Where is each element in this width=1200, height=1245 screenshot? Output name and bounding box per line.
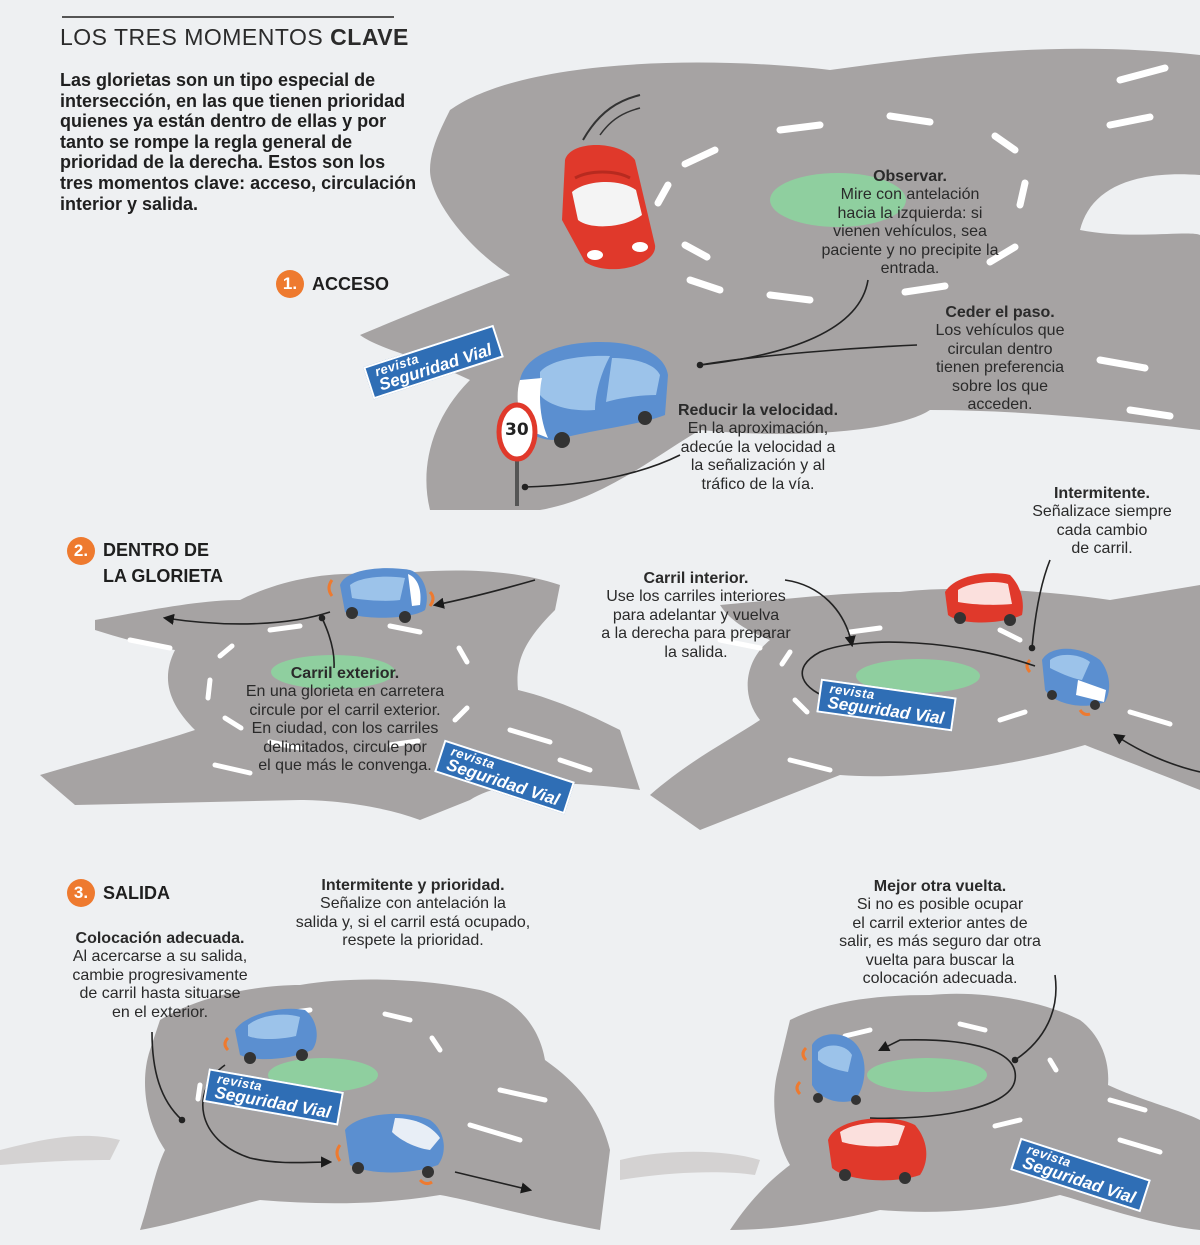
blue-car bbox=[795, 1034, 865, 1105]
flow-arrows bbox=[784, 559, 1200, 773]
section-access-header: 1. ACCESO bbox=[276, 270, 389, 298]
note-heading: Colocación adecuada. bbox=[75, 930, 245, 947]
blue-car-upper bbox=[223, 1008, 317, 1064]
section-number: 2. bbox=[67, 537, 95, 565]
blue-car-changing-lane bbox=[1025, 648, 1110, 716]
page-title: LOS TRES MOMENTOS CLAVE bbox=[60, 24, 409, 51]
note-heading: Mejor otra vuelta. bbox=[873, 878, 1007, 895]
note-heading: Intermitente. bbox=[1053, 485, 1150, 502]
note-carril-exterior: Carril exterior. En una glorieta en carr… bbox=[215, 665, 475, 775]
section-inside-header: 2. DENTRO DE LA GLORIETA bbox=[67, 537, 223, 589]
road-sketch bbox=[620, 1151, 760, 1180]
intro-paragraph: Las glorietas son un tipo especial de in… bbox=[60, 70, 417, 214]
note-colocacion: Colocación adecuada. Al acercarse a su s… bbox=[50, 930, 270, 1022]
title-rule bbox=[62, 16, 394, 18]
speed-limit-value: 30 bbox=[505, 420, 529, 440]
blue-car bbox=[327, 568, 435, 623]
red-car bbox=[828, 1118, 927, 1184]
roundabout-island bbox=[770, 173, 906, 227]
lane-markings bbox=[717, 625, 1173, 773]
red-car bbox=[562, 94, 656, 270]
flow-arrows bbox=[869, 974, 1057, 1120]
note-carril-interior: Carril interior. Use los carriles interi… bbox=[578, 570, 814, 662]
callout-lines bbox=[521, 279, 918, 491]
scene-access bbox=[360, 48, 1200, 510]
note-body: En la aproximación, adecúe la velocidad … bbox=[680, 420, 836, 493]
section-number: 3. bbox=[67, 879, 95, 907]
note-heading: Ceder el paso. bbox=[945, 304, 1055, 321]
lane-markings bbox=[842, 1021, 1163, 1155]
scene-exit bbox=[0, 979, 610, 1230]
title-bold: CLAVE bbox=[330, 24, 409, 50]
lane-markings bbox=[127, 623, 593, 776]
section-number: 1. bbox=[276, 270, 304, 298]
note-intermitente: Intermitente. Señalizace siempre cada ca… bbox=[1012, 485, 1192, 559]
note-ceder: Ceder el paso. Los vehículos que circula… bbox=[915, 304, 1085, 414]
section-title: SALIDA bbox=[103, 882, 170, 903]
note-heading: Observar. bbox=[873, 168, 947, 185]
section-title: DENTRO DE LA GLORIETA bbox=[103, 540, 223, 586]
note-body: Señalizace siempre cada cambio de carril… bbox=[1032, 503, 1172, 558]
note-body: Al acercarse a su salida, cambie progres… bbox=[72, 948, 248, 1021]
section-exit-header: 3. SALIDA bbox=[67, 879, 170, 907]
lane-markings bbox=[654, 64, 1174, 420]
roundabout-island bbox=[856, 659, 980, 693]
roundabout-island bbox=[271, 655, 395, 689]
note-otra-vuelta: Mejor otra vuelta. Si no es posible ocup… bbox=[815, 878, 1065, 988]
note-heading: Intermitente y prioridad. bbox=[321, 877, 505, 894]
note-observar: Observar. Mire con antelación hacia la i… bbox=[795, 168, 1025, 278]
note-reducir: Reducir la velocidad. En la aproximación… bbox=[660, 402, 856, 494]
note-heading: Reducir la velocidad. bbox=[677, 402, 839, 419]
note-intermitente-prioridad: Intermitente y prioridad. Señalize con a… bbox=[268, 877, 558, 951]
note-heading: Carril exterior. bbox=[290, 665, 400, 682]
section-title: ACCESO bbox=[312, 273, 390, 294]
note-heading: Carril interior. bbox=[643, 570, 749, 587]
blue-car-lower bbox=[335, 1113, 444, 1186]
note-body: En una glorieta en carretera circule por… bbox=[245, 683, 445, 775]
speed-limit-sign bbox=[496, 402, 538, 506]
note-body: Mire con antelación hacia la izquierda: … bbox=[821, 186, 999, 278]
note-body: Si no es posible ocupar el carril exteri… bbox=[839, 896, 1041, 988]
blue-car bbox=[517, 342, 668, 448]
road-sketch bbox=[0, 1135, 120, 1165]
title-light: LOS TRES MOMENTOS bbox=[60, 24, 331, 50]
flow-arrows bbox=[162, 579, 536, 669]
roundabout-island bbox=[867, 1058, 987, 1092]
red-car bbox=[945, 573, 1023, 626]
note-body: Señalize con antelación la salida y, si … bbox=[295, 895, 531, 950]
note-body: Use los carriles interiores para adelant… bbox=[601, 588, 791, 661]
note-body: Los vehículos que circulan dentro tienen… bbox=[935, 322, 1065, 414]
